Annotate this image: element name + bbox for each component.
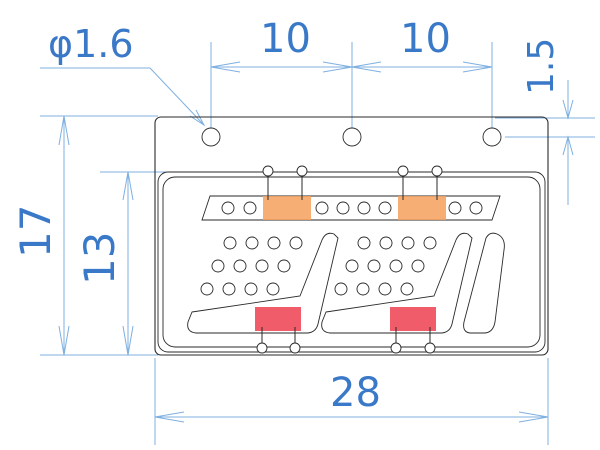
- width-label: 28: [330, 370, 381, 416]
- pitch-left-label: 10: [260, 16, 311, 62]
- lower-pad-right: [390, 307, 436, 331]
- component-body: [154, 116, 549, 356]
- mounting-hole-left: [201, 127, 221, 147]
- mounting-hole-center: [342, 127, 362, 147]
- digit-right-outline: [321, 232, 473, 334]
- strip-dots: [221, 201, 483, 215]
- side-segment: [463, 232, 505, 334]
- height-outer-label: 17: [11, 205, 60, 258]
- upper-pad-left: [263, 196, 311, 220]
- upper-pad-right: [398, 196, 446, 220]
- digit-right-dots: [334, 236, 437, 296]
- dimension-lines: [40, 42, 595, 445]
- mounting-hole-right: [482, 127, 502, 147]
- height-inner-label: 13: [75, 232, 124, 285]
- hole-diameter-label: φ1.6: [48, 22, 134, 66]
- pitch-right-label: 10: [400, 16, 451, 62]
- digit-left-outline: [187, 232, 339, 334]
- digit-left-dots: [200, 236, 303, 296]
- lower-pad-left: [255, 307, 301, 331]
- hole-offset-label: 1.5: [521, 38, 562, 95]
